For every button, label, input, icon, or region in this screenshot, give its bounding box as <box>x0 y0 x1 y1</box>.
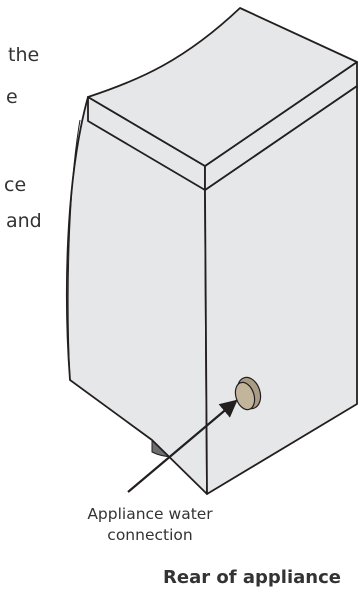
figure-caption: Rear of appliance <box>163 567 341 588</box>
water-connection-label-line-1: Appliance water <box>87 505 213 523</box>
water-connection-label-line-2: connection <box>107 526 193 544</box>
water-connection-fitting <box>234 381 256 411</box>
cropped-text-line-3: ce <box>4 174 27 196</box>
appliance-edge-line <box>67 119 81 381</box>
appliance-lid-top <box>87 7 358 167</box>
appliance-left-face <box>66 96 208 495</box>
cropped-text-line-4: and <box>6 210 42 232</box>
water-connection-label: Appliance water connection <box>87 504 212 546</box>
callout-arrow <box>127 399 238 493</box>
cropped-text-line-2: e <box>6 86 18 108</box>
cropped-text-line-1: the <box>8 44 40 66</box>
